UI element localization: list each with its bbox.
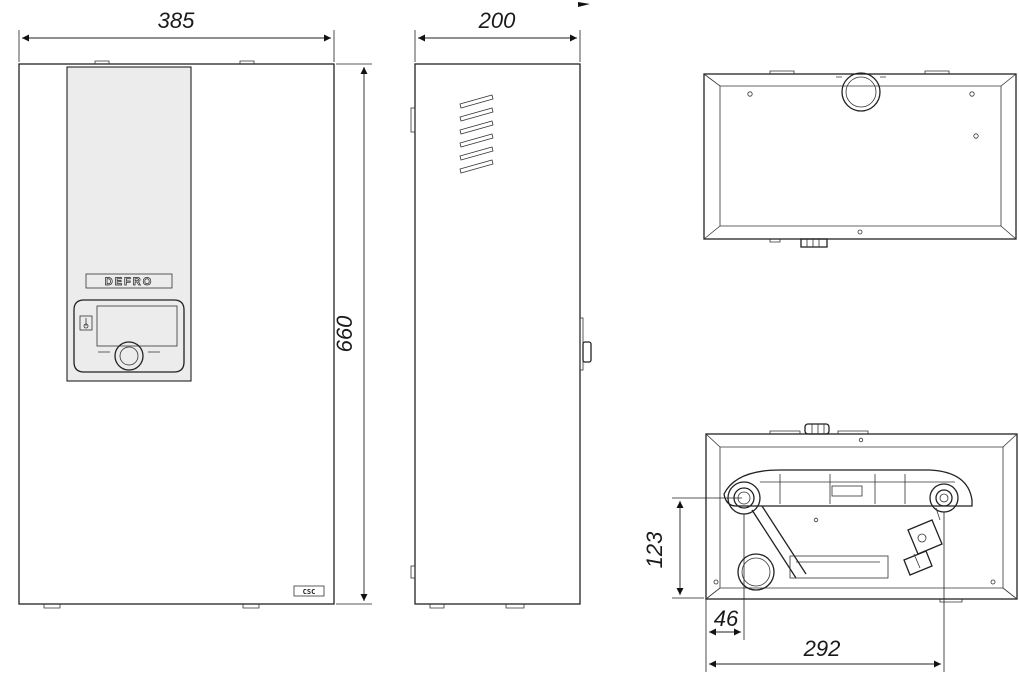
top-pipe-opening <box>841 72 881 112</box>
bottom-body-outer <box>705 433 1018 600</box>
control-knob <box>114 341 144 371</box>
pipe-height-dimension: 123 <box>642 497 742 599</box>
badge-label: CSC <box>303 588 316 596</box>
thermometer-icon <box>83 318 89 329</box>
side-vents <box>459 94 494 174</box>
right-pipe-fitting <box>929 483 959 513</box>
pipe-offset-dimension: 46 <box>705 514 745 640</box>
front-view: DEFRO CSC <box>18 60 335 609</box>
bottom-pipe-opening <box>737 553 775 591</box>
diagonal-pipe <box>751 505 807 579</box>
bottom-knob <box>804 423 830 435</box>
control-panel <box>66 66 192 382</box>
display-screen <box>96 305 178 347</box>
brand-logo: DEFRO <box>105 276 154 288</box>
display-module <box>73 299 185 373</box>
front-width-dimension: 385 <box>18 8 335 62</box>
front-height-dimension: 660 <box>332 63 372 605</box>
side-depth-dimension: 200 <box>414 8 581 62</box>
pipe-height-label: 123 <box>642 531 667 568</box>
bottom-view <box>705 423 1018 603</box>
safety-valve <box>903 507 943 576</box>
top-view <box>703 70 1017 248</box>
front-height-label: 660 <box>332 315 357 352</box>
side-body <box>414 63 581 605</box>
top-knob <box>800 238 828 248</box>
stray-arrow-icon <box>578 2 590 7</box>
front-body <box>18 63 335 605</box>
front-foot-right <box>242 604 260 609</box>
pipe-spacing-label: 292 <box>803 636 841 661</box>
side-depth-label: 200 <box>478 8 516 33</box>
side-knob <box>582 341 592 363</box>
pipe-spacing-dimension: 292 <box>705 512 945 672</box>
front-width-label: 385 <box>158 8 195 33</box>
pipe-offset-label: 46 <box>714 606 739 631</box>
side-view <box>410 63 592 609</box>
front-foot-left <box>43 604 61 609</box>
top-body-outer <box>703 73 1017 240</box>
